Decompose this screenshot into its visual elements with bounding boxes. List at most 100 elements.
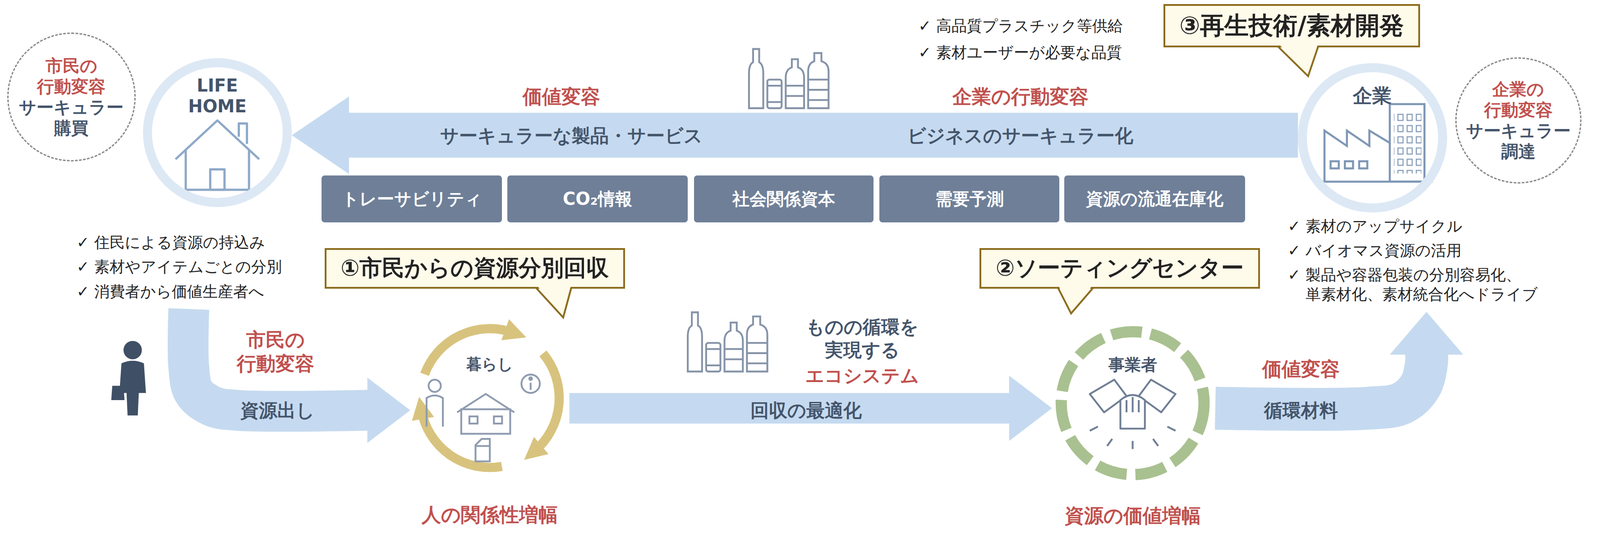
business-ring <box>1061 331 1205 475</box>
check-item: ✓ 素材のアップサイクル <box>1287 216 1463 236</box>
info-bar: 需要予測 <box>879 175 1059 223</box>
node-text: 社会関係資本 <box>732 188 836 210</box>
arrow-head <box>367 377 411 443</box>
ecosystem-label: エコシステム <box>805 363 920 387</box>
house-icon <box>210 169 225 190</box>
cycle-node: 暮らし人の関係性増幅 <box>416 324 564 472</box>
node-text: 需要予測 <box>935 188 1004 210</box>
node-text: 資源の流通在庫化 <box>1085 188 1224 210</box>
life-icons <box>475 438 490 462</box>
info-bar: 資源の流通在庫化 <box>1064 175 1246 223</box>
edge-label: 回収の最適化 <box>746 398 866 422</box>
behavior-circle: 企業の 行動変容サーキュラー 調達 <box>1455 57 1582 184</box>
node-text: CO₂情報 <box>562 188 633 210</box>
business-node: 事業者資源の価値増幅 <box>1056 326 1210 480</box>
node-text: LIFE HOME <box>188 75 247 117</box>
factory-icon <box>1393 110 1422 174</box>
hands-icon <box>1089 379 1176 450</box>
node-text: 企業の 行動変容 <box>1484 78 1553 121</box>
change-label: 企業の行動変容 <box>952 84 1089 110</box>
house-icon <box>175 120 260 190</box>
life-icons <box>428 379 441 392</box>
node-text: ②ソーティングセンター <box>995 254 1244 282</box>
person-icon <box>111 385 125 400</box>
house-icon <box>175 120 260 160</box>
flow-label: ビジネスのサーキュラー化 <box>903 124 1138 148</box>
arrow-band <box>188 308 370 412</box>
node-text: ①市民からの資源分別回収 <box>340 254 609 282</box>
life-icons <box>493 416 502 424</box>
arrow-head <box>291 96 350 175</box>
node-text: 暮らし <box>466 354 514 374</box>
behavior-circle: 市民の 行動変容サーキュラー 購買 <box>7 32 136 161</box>
callout-box: ②ソーティングセンター <box>979 248 1260 289</box>
edge-label: 資源出し <box>236 398 319 422</box>
flow-arrow <box>188 308 411 443</box>
edge-label: サーキュラーな製品・サービス <box>436 124 707 148</box>
arrow-band <box>346 112 1298 158</box>
life-icons <box>475 445 490 447</box>
factory-icon <box>1324 130 1390 182</box>
cycle-arrows <box>424 328 514 375</box>
callout-tail <box>535 287 571 318</box>
arrow-head <box>1009 375 1053 442</box>
factory-icon <box>1359 161 1368 169</box>
life-icons <box>529 377 533 381</box>
check-item: ✓ 素材ユーザーが必要な品質 <box>918 42 1122 62</box>
person-icon <box>123 340 143 360</box>
life-icons <box>469 416 478 424</box>
check-item: ✓ 消費者から価値生産者へ <box>76 281 265 301</box>
info-bar: 社会関係資本 <box>694 175 874 223</box>
callout-tail <box>1057 287 1094 314</box>
callout-tail <box>326 286 582 322</box>
node-heading: 資源の価値増幅 <box>1064 504 1201 528</box>
life-icons <box>426 374 540 461</box>
callout-tail <box>1277 42 1318 77</box>
callout-tail <box>981 286 1104 318</box>
bottle-icons <box>749 49 829 109</box>
company-circle: 企業 <box>1297 63 1447 212</box>
node-heading: 人の関係性増幅 <box>421 503 558 527</box>
house-icon <box>185 150 249 190</box>
life-icons <box>529 382 532 390</box>
life-icons <box>461 409 511 434</box>
bottle-icons <box>687 312 768 372</box>
change-label: 価値変容 <box>1262 357 1340 382</box>
house-icon <box>239 123 248 144</box>
hands-icon <box>1120 395 1145 429</box>
change-label: 市民の 行動変容 <box>236 327 315 377</box>
node-text: ③再生技術/素材開発 <box>1179 10 1404 41</box>
info-bar: トレーサビリティ <box>321 175 503 223</box>
hands-icon <box>1126 396 1139 413</box>
callout-tail <box>535 283 571 318</box>
check-item: ✓ 住民による資源の持込み <box>76 232 266 252</box>
factory-icon <box>1330 161 1339 169</box>
arrow-band <box>569 392 1012 424</box>
person-icon <box>111 340 147 416</box>
factory-icon <box>1344 161 1353 169</box>
home-circle: LIFE HOME <box>142 58 292 207</box>
node-text: 市民の 行動変容 <box>36 55 106 97</box>
cycle-arrows <box>534 353 560 452</box>
node-text: サーキュラー 調達 <box>1466 120 1571 162</box>
life-icons <box>521 374 540 393</box>
factory-icon <box>1389 104 1425 182</box>
node-text: トレーサビリティ <box>341 188 483 210</box>
callout-box: ①市民からの資源分別回収 <box>324 248 626 289</box>
check-item: ✓ 高品質プラスチック等供給 <box>918 16 1123 36</box>
change-label: 価値変容 <box>522 84 601 110</box>
callout-tail <box>1277 45 1318 77</box>
flow-arrow <box>291 96 1298 175</box>
business-ring <box>1061 331 1205 475</box>
check-item: ✓ バイオマス資源の活用 <box>1287 240 1462 260</box>
check-item: ✓ 製品や容器包装の分別容易化、 単素材化、素材統合化へドライブ <box>1287 265 1554 304</box>
ecosystem-label: ものの循環を 実現する <box>805 315 919 362</box>
flow-arrow <box>1215 311 1464 410</box>
cycle-arrows <box>421 328 560 468</box>
life-icons <box>426 395 443 427</box>
hands-icon <box>1089 426 1176 450</box>
info-bar: CO₂情報 <box>507 175 689 223</box>
callout-box: ③再生技術/素材開発 <box>1163 4 1421 48</box>
